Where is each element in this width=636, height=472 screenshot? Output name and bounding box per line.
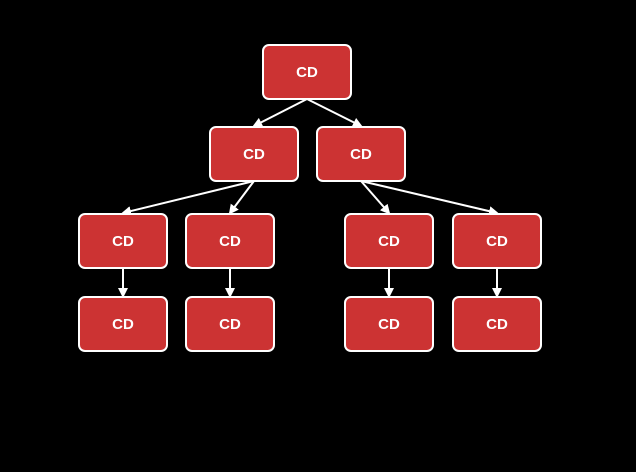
node-box [452,213,542,269]
edge-arrow-l1-left-to-l2-b [228,180,255,215]
node-label: CD [112,316,134,333]
edge-arrow-root-to-l1-right [306,98,363,127]
node-box [78,213,168,269]
edge-arrow-l1-right-to-l2-d [360,180,499,217]
node-label: CD [219,233,241,250]
node-label: CD [243,146,265,163]
node-label: CD [378,316,400,333]
node-l3-c: CD [344,296,434,352]
node-l2-c: CD [344,213,434,269]
node-l1-right: CD [316,126,406,182]
node-label: CD [112,233,134,250]
node-label: CD [350,146,372,163]
node-label: CD [219,316,241,333]
node-l2-d: CD [452,213,542,269]
edge-arrow-l1-left-to-l2-a [121,180,255,216]
node-box [316,126,406,182]
edge-arrow-root-to-l1-left [252,98,308,127]
node-box [209,126,299,182]
node-box [344,213,434,269]
node-box [262,44,352,100]
node-label: CD [486,233,508,250]
node-l3-d: CD [452,296,542,352]
node-l3-b: CD [185,296,275,352]
node-box [185,213,275,269]
node-label: CD [296,64,318,81]
node-l1-left: CD [209,126,299,182]
node-label: CD [378,233,400,250]
node-l3-a: CD [78,296,168,352]
node-root: CD [262,44,352,100]
node-l2-b: CD [185,213,275,269]
edge-arrow-l1-right-to-l2-c [360,180,391,215]
node-box [452,296,542,352]
node-box [185,296,275,352]
node-l2-a: CD [78,213,168,269]
node-box [344,296,434,352]
nodes-layer: CD CD CD CD CD CD CD CD CD CD CD [78,44,542,352]
edges-layer [118,98,502,298]
node-box [78,296,168,352]
node-label: CD [486,316,508,333]
